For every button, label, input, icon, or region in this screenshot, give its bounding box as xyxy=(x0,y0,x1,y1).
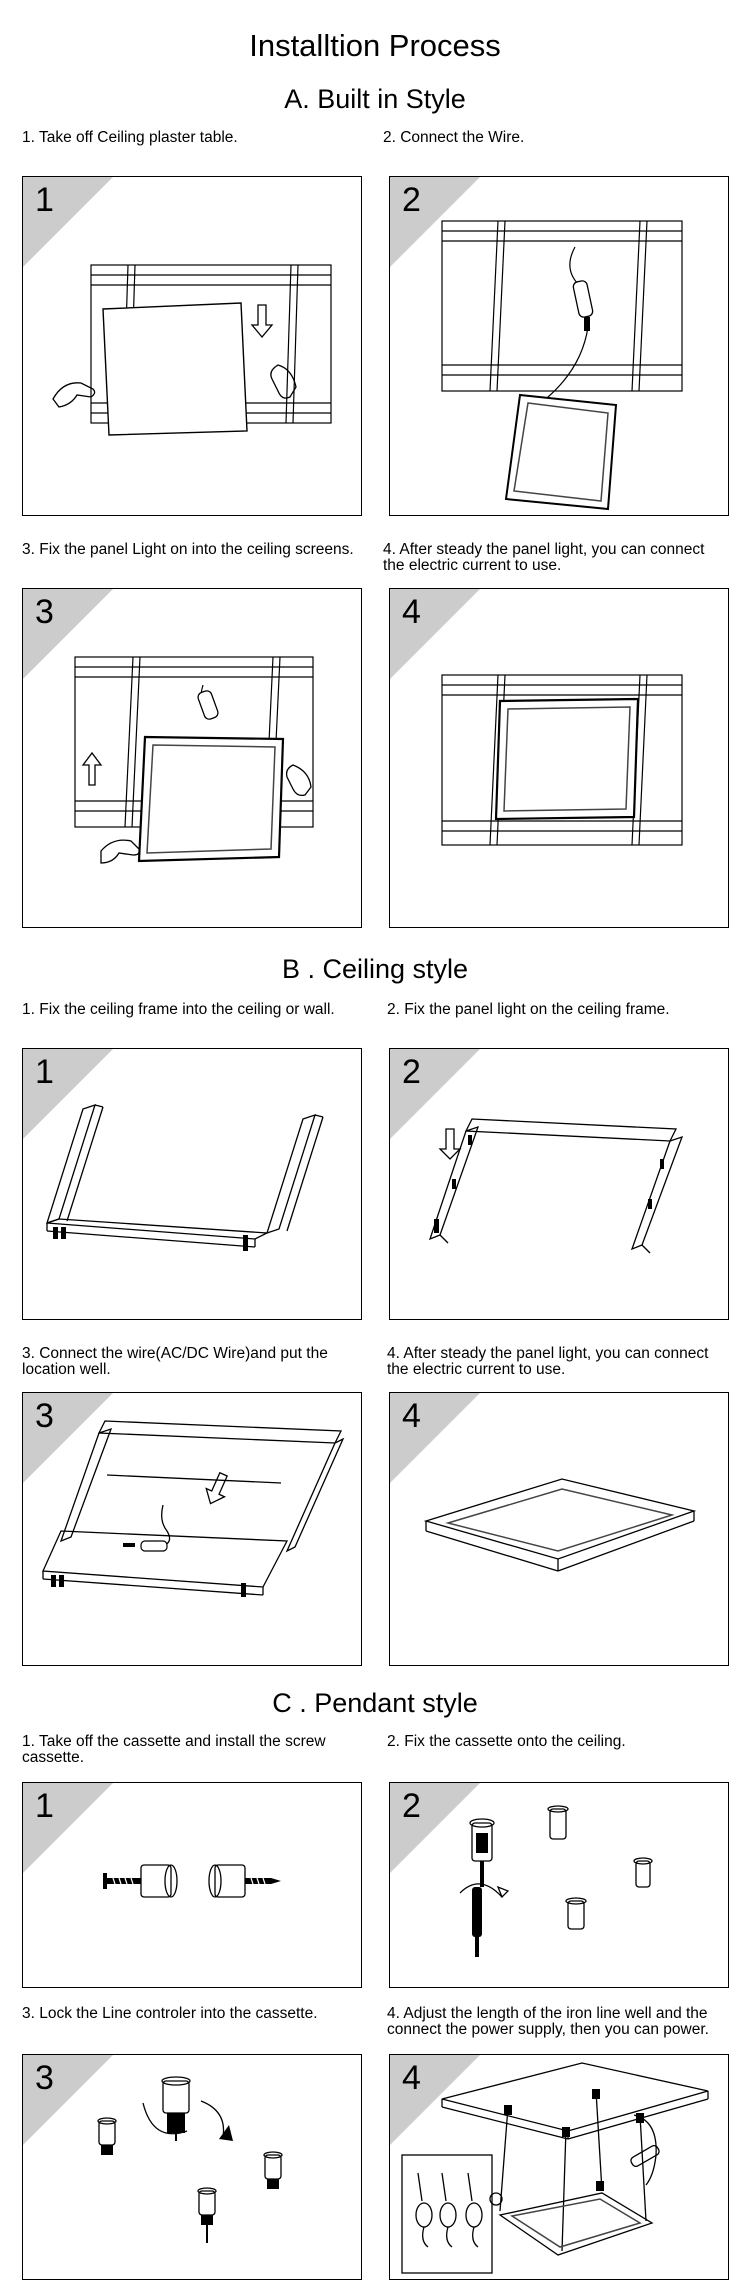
corner-shade xyxy=(23,177,113,267)
corner-shade xyxy=(390,1783,480,1873)
section-b-step-4-caption: 4. After steady the panel light, you can… xyxy=(387,1345,709,1378)
section-a-heading: A. Built in Style xyxy=(284,84,466,114)
step-number: 1 xyxy=(35,1053,54,1091)
section-b-step-2-caption: 2. Fix the panel light on the ceiling fr… xyxy=(387,1001,670,1018)
corner-shade xyxy=(390,1393,480,1483)
corner-shade xyxy=(390,177,480,267)
section-c-step-4-caption: 4. Adjust the length of the iron line we… xyxy=(387,2005,709,2038)
step-number: 4 xyxy=(402,593,421,631)
corner-shade xyxy=(390,2055,480,2145)
section-c-step-1-illustration: 1 xyxy=(22,1782,362,1988)
corner-shade xyxy=(23,1393,113,1483)
step-number: 2 xyxy=(402,1787,421,1825)
section-a-step-1-caption: 1. Take off Ceiling plaster table. xyxy=(22,129,238,146)
step-number: 1 xyxy=(35,1787,54,1825)
finished-surface-panel-drawing xyxy=(423,1478,697,1572)
section-b-step-1-caption: 1. Fix the ceiling frame into the ceilin… xyxy=(22,1001,335,1018)
step-number: 2 xyxy=(402,181,421,219)
step-number: 3 xyxy=(35,2059,54,2097)
step-number: 4 xyxy=(402,1397,421,1435)
corner-shade xyxy=(23,1783,113,1873)
ceiling-removal-drawing xyxy=(52,264,332,436)
section-b-step-4-illustration: 4 xyxy=(389,1392,729,1666)
section-a-step-3-caption: 3. Fix the panel Light on into the ceili… xyxy=(22,541,354,558)
section-a-step-1-illustration: 1 xyxy=(22,176,362,516)
section-c-step-3-caption: 3. Lock the Line controler into the cass… xyxy=(22,2005,318,2022)
step-number: 3 xyxy=(35,1397,54,1435)
section-c-step-2-illustration: 2 xyxy=(389,1782,729,1988)
pendant-hanging-drawing xyxy=(401,2062,709,2274)
step-number: 4 xyxy=(402,2059,421,2097)
section-c-step-3-illustration: 3 xyxy=(22,2054,362,2280)
section-a-step-4-caption: 4. After steady the panel light, you can… xyxy=(383,541,705,574)
section-a-step-3-illustration: 3 xyxy=(22,588,362,928)
section-b-step-3-caption: 3. Connect the wire(AC/DC Wire)and put t… xyxy=(22,1345,328,1378)
section-b-heading: B . Ceiling style xyxy=(281,954,469,984)
corner-shade xyxy=(390,589,480,679)
section-a-step-4-illustration: 4 xyxy=(389,588,729,928)
step-number: 2 xyxy=(402,1053,421,1091)
section-b-step-1-illustration: 1 xyxy=(22,1048,362,1320)
section-b-step-2-illustration: 2 xyxy=(389,1048,729,1320)
screw-cassette-drawing xyxy=(103,1864,281,1898)
corner-shade xyxy=(23,2055,113,2145)
corner-shade xyxy=(23,589,113,679)
page-title: Installtion Process xyxy=(249,28,501,63)
section-c-step-2-caption: 2. Fix the cassette onto the ceiling. xyxy=(387,1733,626,1750)
panel-fixing-drawing xyxy=(74,656,314,864)
wire-connection-drawing xyxy=(441,220,683,511)
section-c-step-4-illustration: 4 xyxy=(389,2054,729,2280)
step-number: 1 xyxy=(35,181,54,219)
corner-shade xyxy=(23,1049,113,1139)
corner-shade xyxy=(390,1049,480,1139)
section-c-step-1-caption: 1. Take off the cassette and install the… xyxy=(22,1733,326,1766)
step-number: 3 xyxy=(35,593,54,631)
section-c-heading: C . Pendant style xyxy=(272,1688,478,1718)
section-a-step-2-illustration: 2 xyxy=(389,176,729,516)
section-a-step-2-caption: 2. Connect the Wire. xyxy=(383,129,525,146)
installed-panel-drawing xyxy=(441,674,683,846)
section-b-step-3-illustration: 3 xyxy=(22,1392,362,1666)
